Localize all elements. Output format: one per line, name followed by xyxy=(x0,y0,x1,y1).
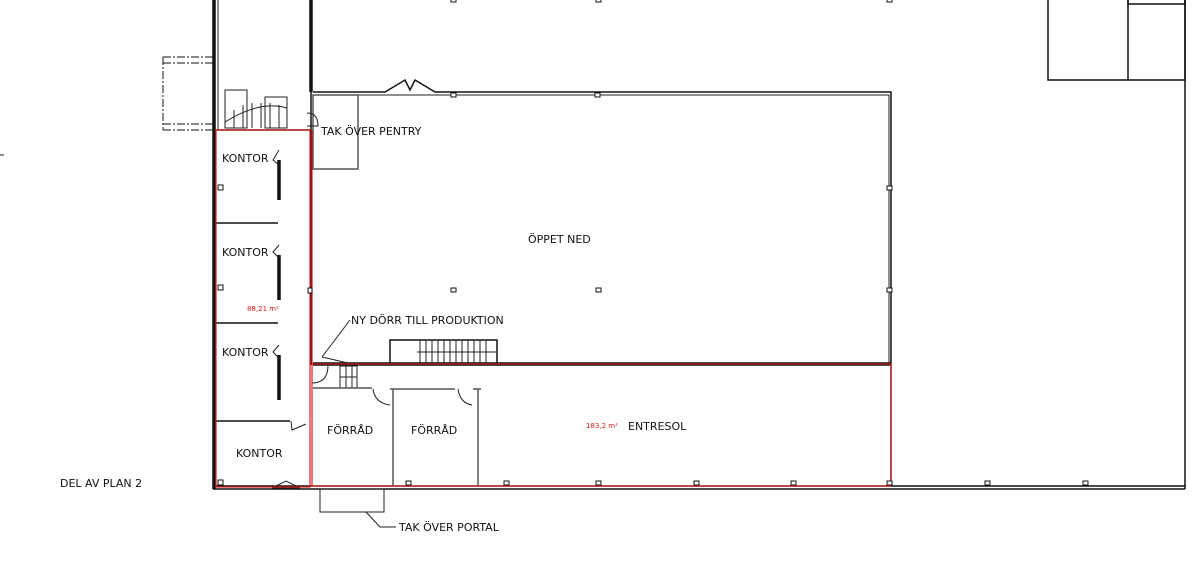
annotation-new-door: NY DÖRR TILL PRODUKTION xyxy=(351,314,504,327)
room-label-pentry: TAK ÖVER PENTRY xyxy=(320,125,422,138)
balcony xyxy=(162,56,214,131)
annotation-portal-roof: TAK ÖVER PORTAL xyxy=(398,521,500,534)
plan-title: DEL AV PLAN 2 xyxy=(60,477,142,490)
room-label-kontor-3: KONTOR xyxy=(222,346,269,359)
area-label-entresol: 183,2 m² xyxy=(586,422,618,430)
room-label-kontor-2: KONTOR xyxy=(222,246,269,259)
room-label-kontor-1: KONTOR xyxy=(222,152,269,165)
room-label-entresol: ENTRESOL xyxy=(628,420,687,433)
area-outlines xyxy=(215,129,892,488)
columns xyxy=(217,0,1089,486)
room-label-kontor-4: KONTOR xyxy=(236,447,283,460)
area-label-office: 88,21 m² xyxy=(247,305,279,313)
labels: KONTOR KONTOR KONTOR KONTOR 88,21 m² TAK… xyxy=(60,125,687,534)
walls xyxy=(0,0,1186,528)
room-label-forrad-1: FÖRRÅD xyxy=(327,424,373,437)
room-label-open: ÖPPET NED xyxy=(528,233,591,246)
room-label-forrad-2: FÖRRÅD xyxy=(411,424,457,437)
